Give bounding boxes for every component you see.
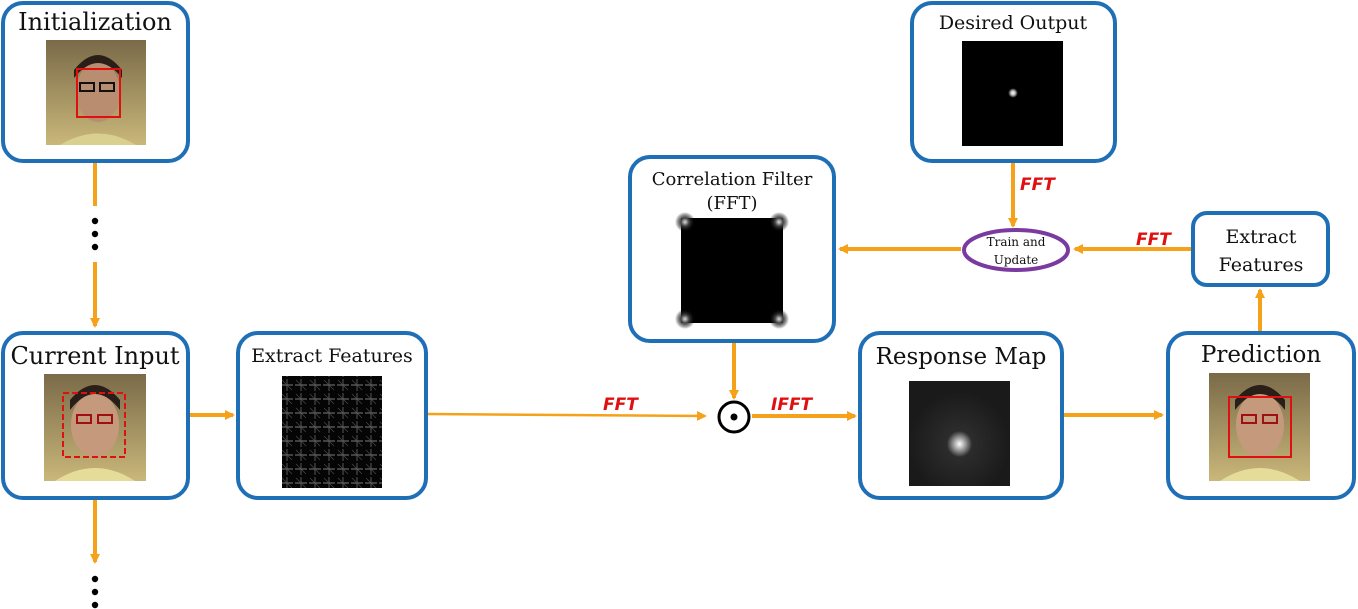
fft-label-features: FFT [1136, 230, 1172, 250]
current-input-face-image [44, 374, 146, 481]
response-map-title: Response Map [876, 344, 1047, 370]
train-update-line2: Update [994, 253, 1039, 267]
desired-output-box: Desired Output [910, 1, 1117, 163]
arrow-features-to-product [426, 410, 707, 421]
desired-output-title: Desired Output [939, 12, 1088, 34]
correlation-filter-box: Correlation Filter (FFT) [628, 155, 836, 343]
filter-spectrum-image [681, 218, 783, 323]
tracking-box [76, 68, 121, 118]
element-wise-product-operator [717, 400, 751, 434]
correlation-filter-title-line1: Correlation Filter [652, 169, 813, 190]
correlation-filter-title-line2: (FFT) [706, 193, 757, 214]
ellipsis-dots-top [91, 217, 99, 251]
response-map-box: Response Map [858, 331, 1064, 500]
ellipsis-dots-bottom [91, 575, 99, 609]
fft-label-desired: FFT [1020, 175, 1056, 195]
response-map-image [909, 381, 1010, 486]
extract-features-right-box: Extract Features [1191, 211, 1330, 287]
prediction-box: Prediction [1166, 331, 1356, 500]
current-input-title: Current Input [10, 342, 179, 370]
initialization-box: Initialization [1, 1, 190, 163]
train-update-node: Train and Update [962, 228, 1070, 272]
prediction-title: Prediction [1201, 342, 1321, 368]
initialization-title: Initialization [18, 8, 172, 36]
initialization-face-image [46, 40, 146, 145]
ifft-label: IFFT [771, 395, 814, 415]
train-update-line1: Train and [987, 235, 1046, 249]
current-input-box: Current Input [1, 331, 190, 500]
fft-label-input: FFT [603, 395, 639, 415]
extract-features-left-title: Extract Features [251, 345, 413, 367]
extract-features-right-line2: Features [1219, 254, 1304, 276]
prediction-face-image [1209, 373, 1310, 481]
extract-features-left-box: Extract Features [236, 331, 428, 500]
tracking-box [1228, 396, 1292, 458]
hog-features-image [282, 376, 382, 488]
extract-features-right-line1: Extract [1226, 226, 1297, 248]
dashed-tracking-box [62, 392, 126, 458]
arrows [90, 162, 1265, 564]
